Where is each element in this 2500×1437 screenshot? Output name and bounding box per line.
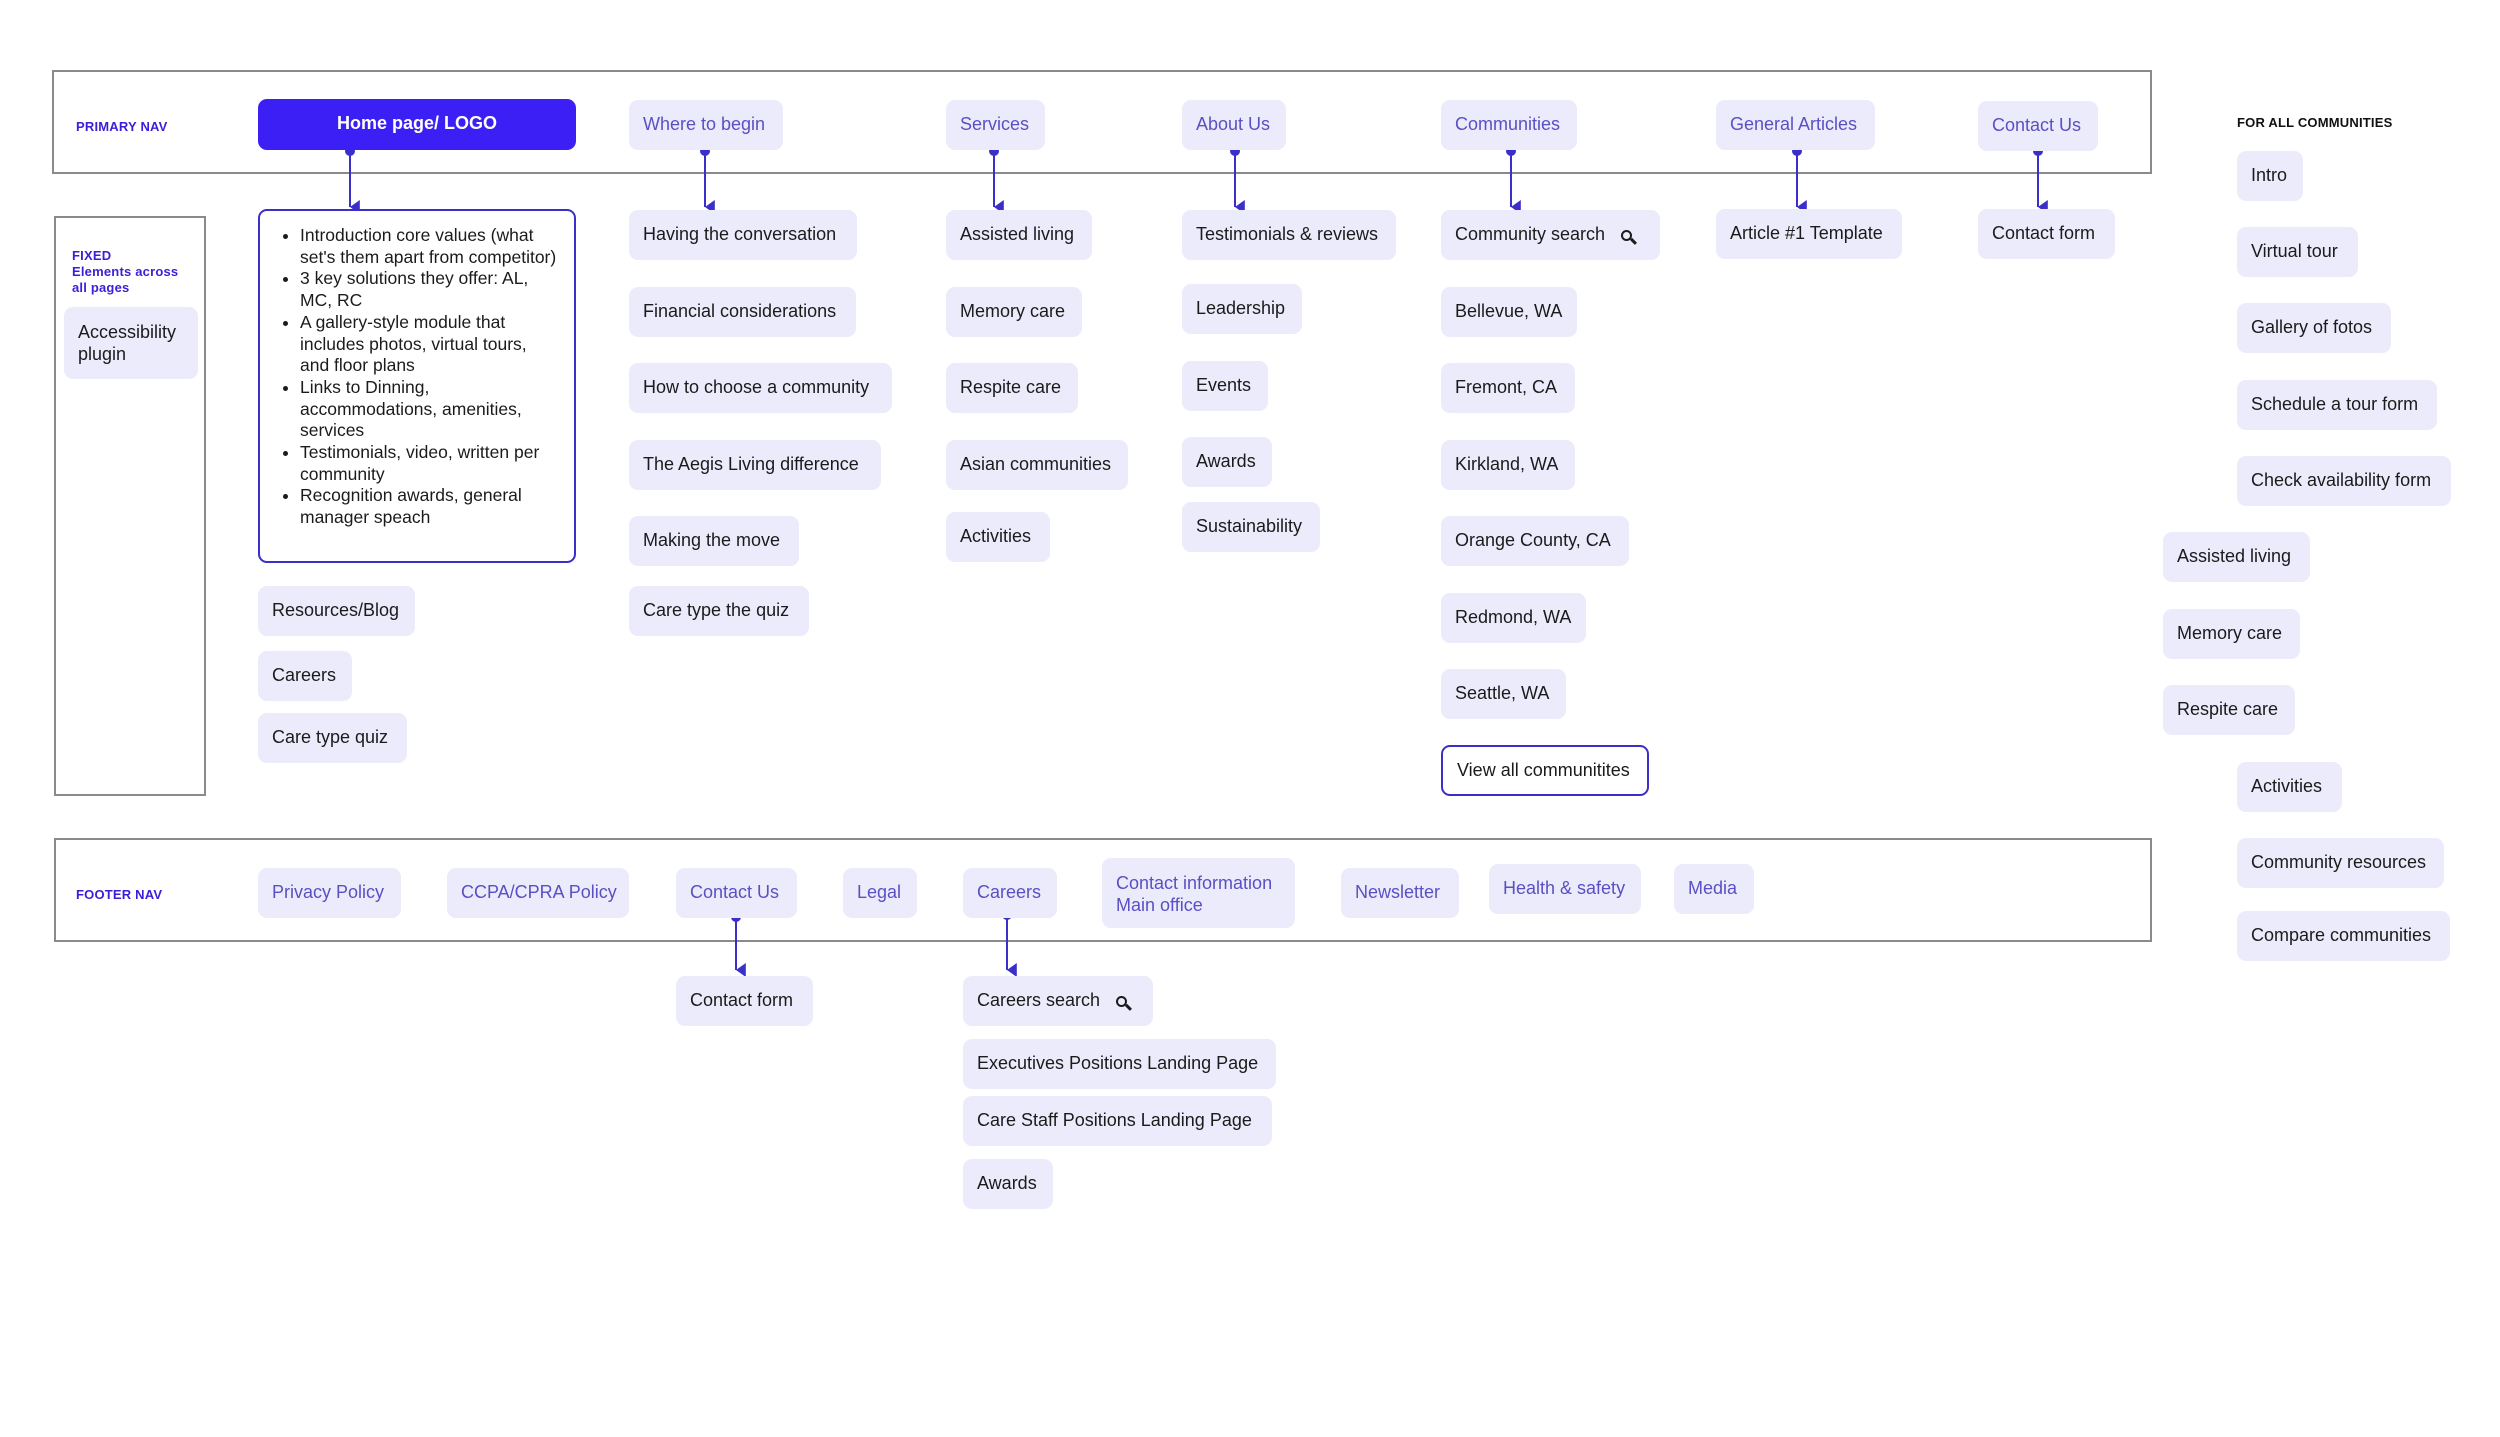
primary-nav-frame	[52, 70, 2152, 174]
home-page-notes: Introduction core values (what set's the…	[258, 209, 576, 563]
services-item[interactable]: Assisted living	[946, 210, 1092, 260]
community-city[interactable]: Bellevue, WA	[1441, 287, 1577, 337]
footer-newsletter[interactable]: Newsletter	[1341, 868, 1459, 918]
fixed-label-line1: FIXED	[72, 248, 112, 263]
fixed-label-line3: all pages	[72, 280, 130, 295]
home-logo-node[interactable]: Home page/ LOGO	[258, 99, 576, 150]
about-item[interactable]: Events	[1182, 361, 1268, 411]
all-communities-item[interactable]: Intro	[2237, 151, 2303, 201]
about-item[interactable]: Awards	[1182, 437, 1272, 487]
fixed-elements-label: FIXED Elements across all pages	[72, 248, 178, 296]
nav-communities[interactable]: Communities	[1441, 100, 1577, 150]
footer-contact-us[interactable]: Contact Us	[676, 868, 797, 918]
footer-contact-information[interactable]: Contact information Main office	[1102, 858, 1295, 928]
where-item[interactable]: Making the move	[629, 516, 799, 566]
all-communities-item[interactable]: Check availability form	[2237, 456, 2451, 506]
contact-form-node[interactable]: Contact form	[1978, 209, 2115, 259]
all-communities-item[interactable]: Activities	[2237, 762, 2342, 812]
all-communities-item[interactable]: Gallery of fotos	[2237, 303, 2391, 353]
community-city[interactable]: Redmond, WA	[1441, 593, 1586, 643]
home-note-item: Introduction core values (what set's the…	[300, 225, 560, 268]
care-type-quiz-node[interactable]: Care type quiz	[258, 713, 407, 763]
all-communities-item[interactable]: Virtual tour	[2237, 227, 2358, 277]
services-item[interactable]: Memory care	[946, 287, 1082, 337]
footer-contact-form-node[interactable]: Contact form	[676, 976, 813, 1026]
for-all-communities-label: FOR ALL COMMUNITIES	[2237, 115, 2393, 130]
nav-general-articles[interactable]: General Articles	[1716, 100, 1875, 150]
footer-health-safety[interactable]: Health & safety	[1489, 864, 1641, 914]
contact-information-line1: Contact information	[1116, 873, 1273, 893]
fixed-elements-frame	[54, 216, 206, 796]
resources-blog-node[interactable]: Resources/Blog	[258, 586, 415, 636]
where-item[interactable]: Financial considerations	[629, 287, 856, 337]
community-city[interactable]: Kirkland, WA	[1441, 440, 1575, 490]
careers-child[interactable]: Executives Positions Landing Page	[963, 1039, 1276, 1089]
all-communities-item[interactable]: Respite care	[2163, 685, 2295, 735]
all-communities-item[interactable]: Community resources	[2237, 838, 2444, 888]
careers-node[interactable]: Careers	[258, 651, 352, 701]
home-note-item: Testimonials, video, written per communi…	[300, 442, 560, 485]
footer-ccpa-policy[interactable]: CCPA/CPRA Policy	[447, 868, 629, 918]
home-note-item: A gallery-style module that includes pho…	[300, 312, 560, 377]
all-communities-item[interactable]: Compare communities	[2237, 911, 2450, 961]
about-item[interactable]: Sustainability	[1182, 502, 1320, 552]
community-city[interactable]: Fremont, CA	[1441, 363, 1575, 413]
search-icon	[1116, 996, 1128, 1007]
all-communities-item[interactable]: Schedule a tour form	[2237, 380, 2437, 430]
nav-about-us[interactable]: About Us	[1182, 100, 1286, 150]
services-item[interactable]: Activities	[946, 512, 1050, 562]
fixed-label-line2: Elements across	[72, 264, 179, 279]
where-item[interactable]: Care type the quiz	[629, 586, 809, 636]
where-item[interactable]: Having the conversation	[629, 210, 857, 260]
nav-contact-us[interactable]: Contact Us	[1978, 101, 2098, 151]
contact-information-line2: Main office	[1116, 895, 1203, 915]
community-search-label: Community search	[1455, 224, 1606, 244]
careers-search-label: Careers search	[977, 990, 1101, 1010]
nav-where-to-begin[interactable]: Where to begin	[629, 100, 783, 150]
careers-child[interactable]: Care Staff Positions Landing Page	[963, 1096, 1272, 1146]
careers-child[interactable]: Awards	[963, 1159, 1053, 1209]
footer-careers[interactable]: Careers	[963, 868, 1057, 918]
view-all-communities-node[interactable]: View all communitites	[1441, 745, 1649, 796]
footer-legal[interactable]: Legal	[843, 868, 917, 918]
article-template-node[interactable]: Article #1 Template	[1716, 209, 1902, 259]
footer-media[interactable]: Media	[1674, 864, 1754, 914]
footer-nav-label: FOOTER NAV	[76, 887, 163, 902]
careers-search-node[interactable]: Careers search	[963, 976, 1153, 1026]
where-item[interactable]: How to choose a community	[629, 363, 892, 413]
about-item[interactable]: Leadership	[1182, 284, 1302, 334]
search-icon	[1621, 230, 1633, 241]
home-note-item: Recognition awards, general manager spea…	[300, 485, 560, 528]
accessibility-plugin-node[interactable]: Accessibility plugin	[64, 307, 198, 379]
community-city[interactable]: Seattle, WA	[1441, 669, 1566, 719]
services-item[interactable]: Respite care	[946, 363, 1078, 413]
footer-nav-frame	[54, 838, 2152, 942]
all-communities-item[interactable]: Memory care	[2163, 609, 2300, 659]
primary-nav-label: PRIMARY NAV	[76, 119, 168, 134]
nav-services[interactable]: Services	[946, 100, 1045, 150]
community-search-node[interactable]: Community search	[1441, 210, 1660, 260]
services-item[interactable]: Asian communities	[946, 440, 1128, 490]
community-city[interactable]: Orange County, CA	[1441, 516, 1629, 566]
home-note-item: Links to Dinning, accommodations, amenit…	[300, 377, 560, 442]
where-item[interactable]: The Aegis Living difference	[629, 440, 881, 490]
about-item[interactable]: Testimonials & reviews	[1182, 210, 1396, 260]
footer-privacy-policy[interactable]: Privacy Policy	[258, 868, 401, 918]
all-communities-item[interactable]: Assisted living	[2163, 532, 2310, 582]
home-note-item: 3 key solutions they offer: AL, MC, RC	[300, 268, 560, 311]
